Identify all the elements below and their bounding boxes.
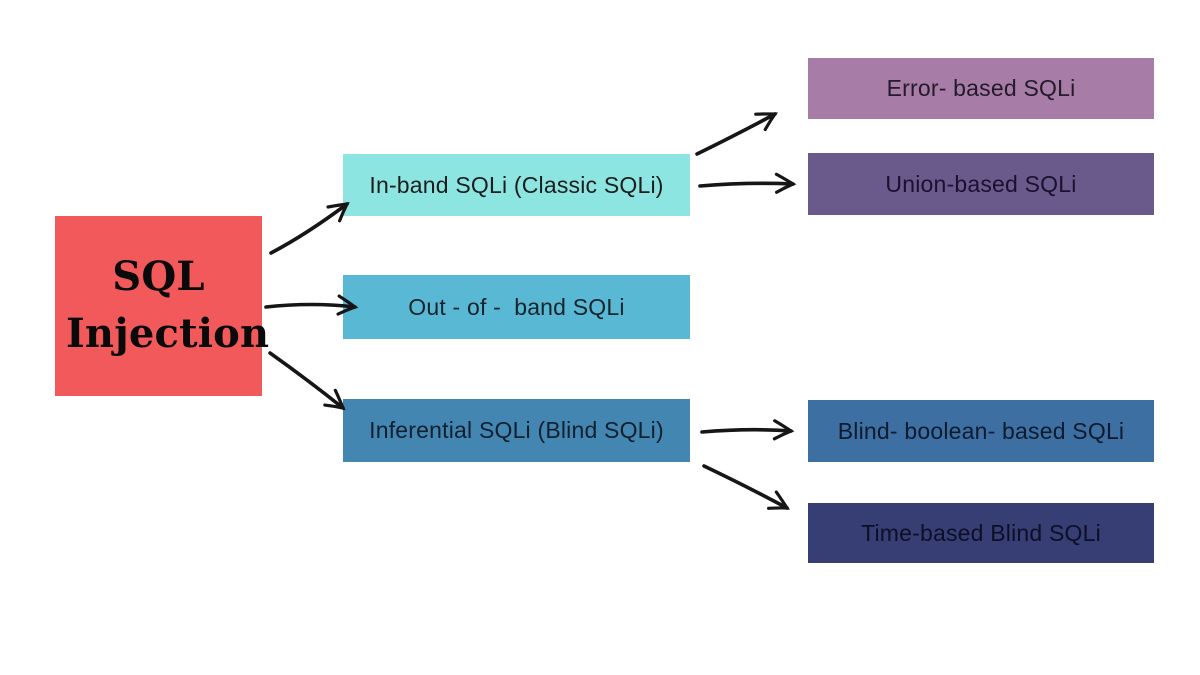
node-in-band-sqli-label: In-band SQLi (Classic SQLi) (369, 171, 664, 198)
node-sql-injection: SQL Injection (55, 216, 270, 396)
node-time-based-blind-sqli: Time-based Blind SQLi (808, 503, 1154, 563)
node-in-band-sqli: In-band SQLi (Classic SQLi) (343, 154, 690, 216)
node-error-based-sqli-label: Error- based SQLi (886, 75, 1076, 101)
arrow-root-to-out-of-band (264, 294, 359, 316)
node-time-based-blind-sqli-label: Time-based Blind SQLi (861, 519, 1101, 546)
node-error-based-sqli: Error- based SQLi (808, 58, 1154, 119)
node-blind-boolean-based-sqli: Blind- boolean- based SQLi (808, 400, 1154, 462)
node-blind-boolean-based-sqli-label: Blind- boolean- based SQLi (837, 417, 1125, 444)
arrow-root-to-inferential (268, 351, 346, 411)
node-inferential-sqli-label: Inferential SQLi (Blind SQLi) (369, 417, 664, 443)
arrow-root-to-in-band (269, 202, 350, 255)
node-out-of-band-sqli: Out - of - band SQLi (343, 275, 690, 339)
arrow-in-band-to-error-based (695, 112, 779, 156)
arrow-inferential-to-time-based (702, 464, 790, 510)
node-inferential-sqli: Inferential SQLi (Blind SQLi) (343, 399, 690, 462)
node-sql-injection-label: SQL Injection (66, 253, 270, 357)
node-out-of-band-sqli-label: Out - of - band SQLi (408, 293, 625, 320)
node-union-based-sqli-label: Union-based SQLi (885, 170, 1077, 197)
node-union-based-sqli: Union-based SQLi (808, 153, 1154, 215)
arrow-in-band-to-union-based (698, 172, 797, 194)
arrow-inferential-to-blind-boolean (700, 419, 795, 441)
